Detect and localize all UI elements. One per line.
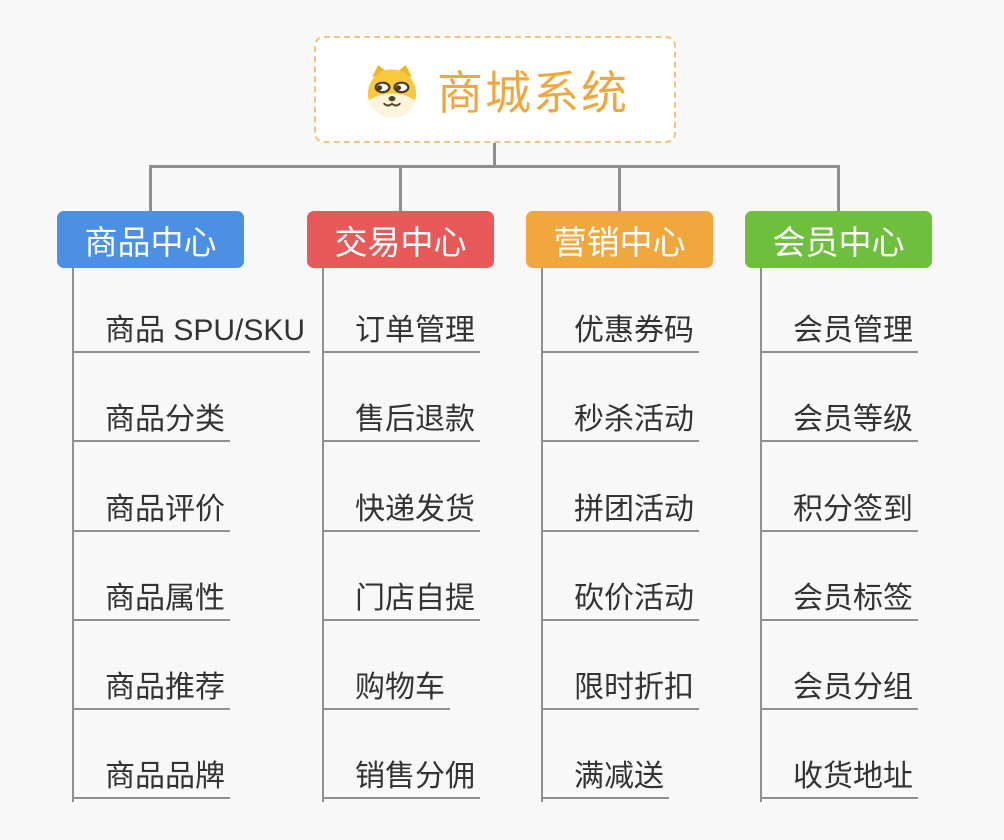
leaf-node[interactable]: 限时折扣 xyxy=(541,670,699,710)
leaf-node[interactable]: 拼团活动 xyxy=(541,492,699,532)
leaf-node[interactable]: 积分签到 xyxy=(760,492,918,532)
leaf-node[interactable]: 商品 SPU/SKU xyxy=(72,313,311,353)
connector-branch-stem xyxy=(837,165,840,211)
leaf-node[interactable]: 砍价活动 xyxy=(541,581,699,621)
leaf-node[interactable]: 会员分组 xyxy=(760,670,918,710)
root-node[interactable]: 商城系统 xyxy=(314,36,676,143)
leaf-node[interactable]: 商品分类 xyxy=(72,402,230,442)
branch-label: 营销中心 xyxy=(553,223,686,261)
leaf-node[interactable]: 商品属性 xyxy=(72,581,230,621)
branch-column: 会员中心 会员管理会员等级积分签到会员标签会员分组收货地址 xyxy=(745,211,932,803)
branch-node[interactable]: 商品中心 xyxy=(57,211,244,268)
connector-trunk xyxy=(760,268,762,802)
leaf-node[interactable]: 购物车 xyxy=(322,670,450,710)
leaf-node[interactable]: 快递发货 xyxy=(322,492,480,532)
connector-branch-stem xyxy=(618,165,621,211)
leaf-node[interactable]: 会员等级 xyxy=(760,402,918,442)
leaf-node[interactable]: 商品品牌 xyxy=(72,759,230,799)
leaf-node[interactable]: 秒杀活动 xyxy=(541,402,699,442)
branch-column: 营销中心 优惠券码秒杀活动拼团活动砍价活动限时折扣满减送 xyxy=(526,211,713,803)
dog-face-icon xyxy=(361,61,423,119)
leaf-node[interactable]: 销售分佣 xyxy=(322,759,480,799)
leaf-node[interactable]: 商品评价 xyxy=(72,492,230,532)
connector-rail xyxy=(149,165,840,168)
leaf-node[interactable]: 会员标签 xyxy=(760,581,918,621)
connector-branch-stem xyxy=(399,165,402,211)
branch-node[interactable]: 交易中心 xyxy=(307,211,494,268)
leaf-node[interactable]: 售后退款 xyxy=(322,402,480,442)
branch-label: 商品中心 xyxy=(84,223,217,261)
branch-node[interactable]: 营销中心 xyxy=(526,211,713,268)
connector-trunk xyxy=(322,268,324,802)
connector-trunk xyxy=(541,268,543,802)
leaf-node[interactable]: 门店自提 xyxy=(322,581,480,621)
leaf-node[interactable]: 商品推荐 xyxy=(72,670,230,710)
branch-label: 交易中心 xyxy=(334,223,467,261)
connector-trunk xyxy=(72,268,74,802)
leaf-node[interactable]: 满减送 xyxy=(541,759,669,799)
root-title: 商城系统 xyxy=(437,66,629,119)
connector-branch-stem xyxy=(149,165,152,211)
leaf-node[interactable]: 订单管理 xyxy=(322,313,480,353)
branch-node[interactable]: 会员中心 xyxy=(745,211,932,268)
leaf-node[interactable]: 优惠券码 xyxy=(541,313,699,353)
branch-column: 商品中心 商品 SPU/SKU 商品分类商品评价商品属性商品推荐商品品牌 xyxy=(57,211,311,803)
leaf-node[interactable]: 会员管理 xyxy=(760,313,918,353)
connector-root-stem xyxy=(493,143,496,168)
branch-column: 交易中心 订单管理售后退款快递发货门店自提购物车销售分佣 xyxy=(307,211,494,803)
leaf-node[interactable]: 收货地址 xyxy=(760,759,918,799)
branch-label: 会员中心 xyxy=(772,223,905,261)
